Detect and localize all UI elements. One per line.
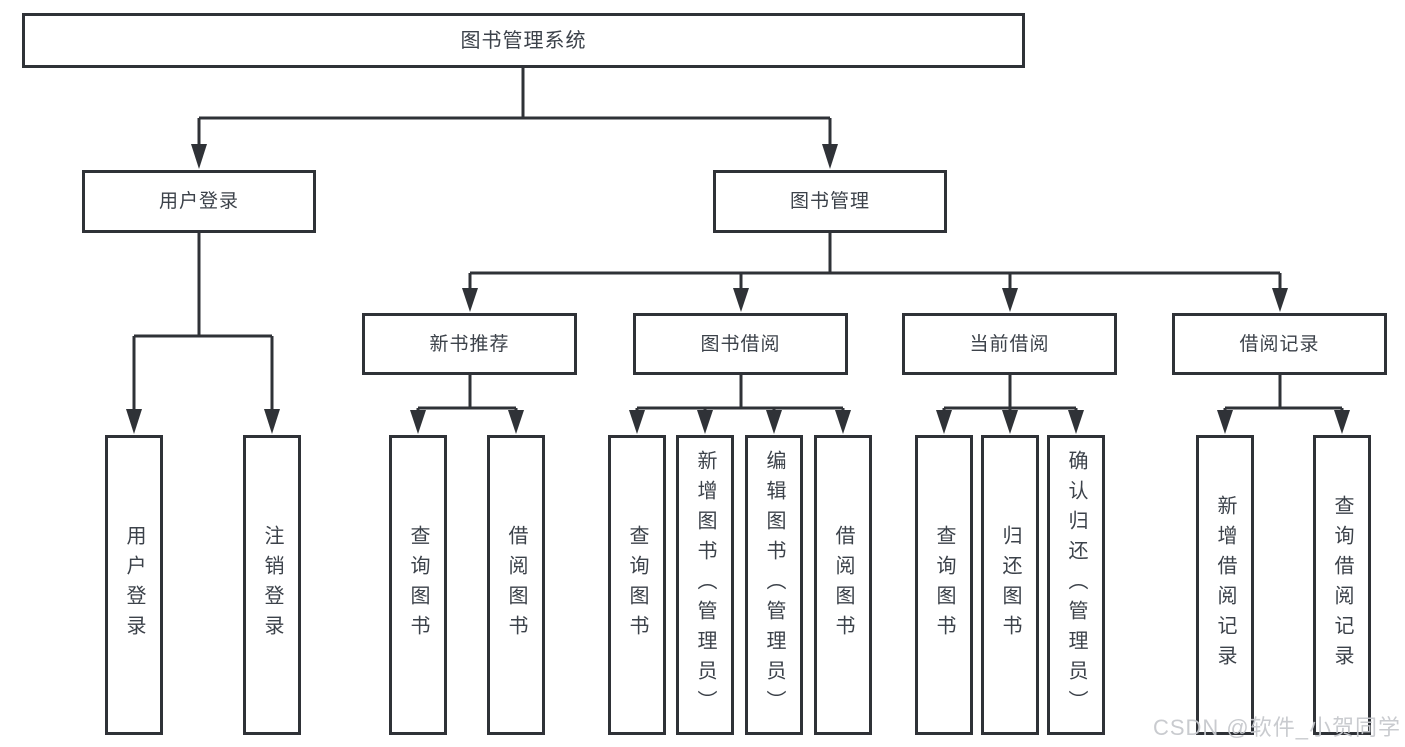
leaf-borrow-borrow: 借阅图书 (814, 435, 872, 735)
connector-borrow-records (1217, 375, 1350, 434)
connector-user-login (126, 233, 280, 434)
leaf-record-query-label: 查询借阅记录 (1331, 495, 1353, 675)
node-root-label: 图书管理系统 (460, 29, 587, 52)
leaf-newbook-borrow: 借阅图书 (487, 435, 545, 735)
connector-book-mgmt (462, 233, 1288, 312)
leaf-user-login-label: 用户登录 (123, 525, 145, 645)
leaf-user-login: 用户登录 (105, 435, 163, 735)
node-new-book-rec-label: 新书推荐 (429, 333, 510, 355)
leaf-current-return-label: 归还图书 (999, 525, 1021, 645)
leaf-borrow-add-label: 新增图书（管理员） (694, 450, 716, 720)
connector-book-borrow (629, 375, 851, 434)
leaf-current-confirm-label: 确认归还（管理员） (1065, 450, 1087, 720)
node-current-borrow: 当前借阅 (902, 313, 1117, 375)
node-current-borrow-label: 当前借阅 (969, 333, 1050, 355)
leaf-borrow-edit: 编辑图书（管理员） (745, 435, 803, 735)
node-book-borrow-label: 图书借阅 (700, 333, 781, 355)
leaf-current-return: 归还图书 (981, 435, 1039, 735)
leaf-newbook-query: 查询图书 (389, 435, 447, 735)
connector-new-book (410, 375, 524, 434)
leaf-borrow-borrow-label: 借阅图书 (832, 525, 854, 645)
node-new-book-rec: 新书推荐 (362, 313, 577, 375)
leaf-logout-label: 注销登录 (261, 525, 283, 645)
node-borrow-records: 借阅记录 (1172, 313, 1387, 375)
leaf-record-add-label: 新增借阅记录 (1214, 495, 1236, 675)
leaf-record-query: 查询借阅记录 (1313, 435, 1371, 735)
connector-root (191, 68, 838, 169)
connector-current-borrow (936, 375, 1084, 434)
leaf-newbook-borrow-label: 借阅图书 (505, 525, 527, 645)
node-book-borrow: 图书借阅 (633, 313, 848, 375)
leaf-logout: 注销登录 (243, 435, 301, 735)
leaf-current-query: 查询图书 (915, 435, 973, 735)
leaf-borrow-edit-label: 编辑图书（管理员） (763, 450, 785, 720)
leaf-borrow-query: 查询图书 (608, 435, 666, 735)
node-user-login-label: 用户登录 (158, 191, 239, 212)
leaf-newbook-query-label: 查询图书 (407, 525, 429, 645)
leaf-borrow-add: 新增图书（管理员） (676, 435, 734, 735)
leaf-current-query-label: 查询图书 (933, 525, 955, 645)
leaf-borrow-query-label: 查询图书 (626, 525, 648, 645)
node-user-login: 用户登录 (82, 170, 316, 233)
leaf-record-add: 新增借阅记录 (1196, 435, 1254, 735)
node-borrow-records-label: 借阅记录 (1239, 333, 1320, 355)
leaf-current-confirm: 确认归还（管理员） (1047, 435, 1105, 735)
node-root: 图书管理系统 (22, 13, 1025, 68)
node-book-mgmt: 图书管理 (713, 170, 947, 233)
node-book-mgmt-label: 图书管理 (789, 191, 870, 212)
